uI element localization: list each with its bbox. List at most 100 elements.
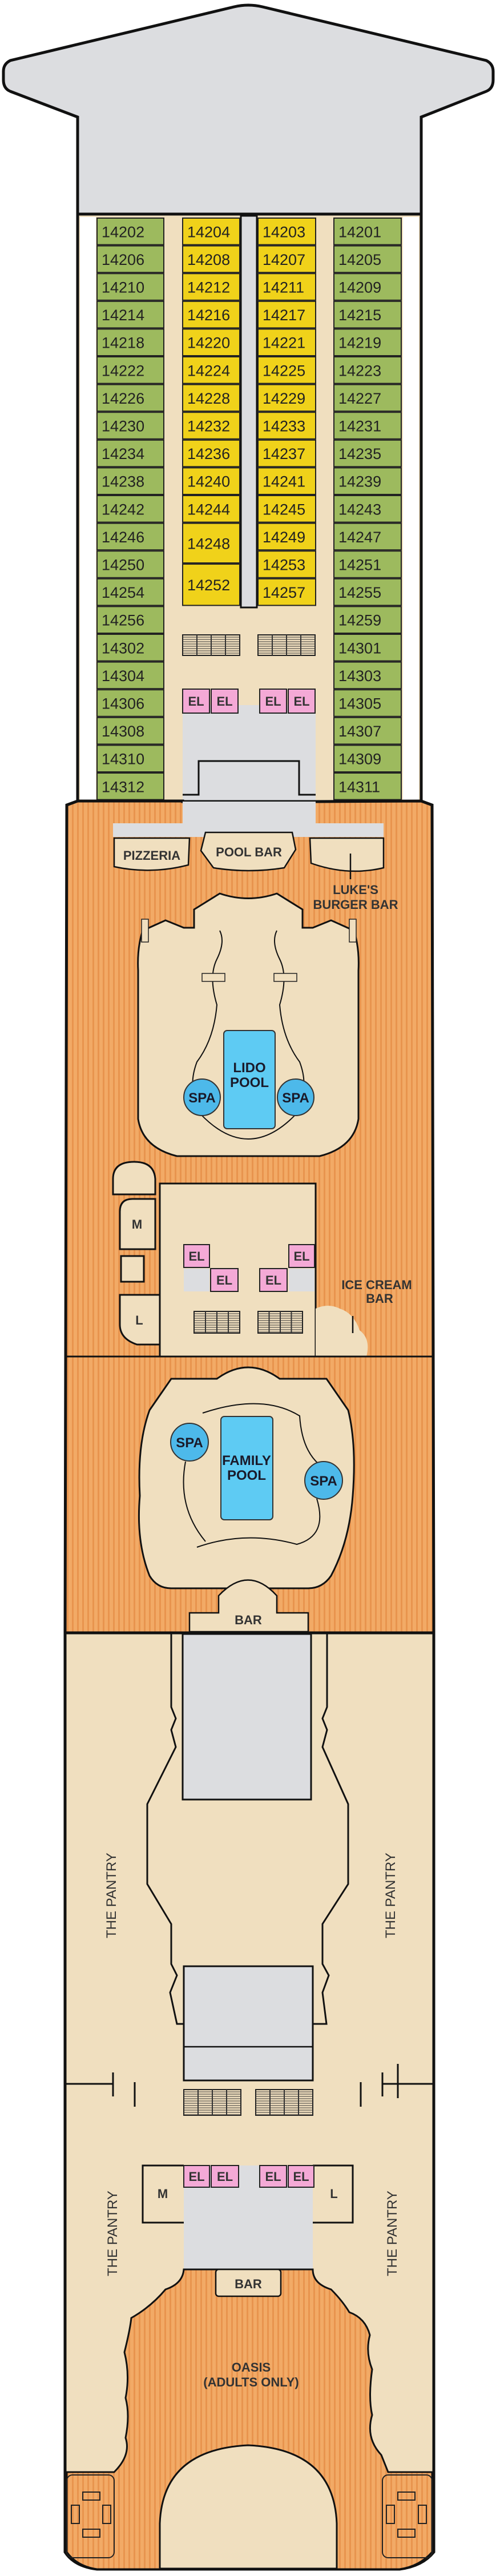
cabin-14236[interactable]: 14236	[182, 439, 240, 468]
cabin-box[interactable]	[182, 245, 240, 273]
elevator[interactable]: EL	[183, 2165, 210, 2188]
cabin-14229[interactable]: 14229	[257, 384, 316, 412]
cabin-box[interactable]	[333, 550, 402, 578]
cabin-box[interactable]	[257, 578, 316, 606]
cabin-box[interactable]	[182, 356, 240, 384]
cabin-14212[interactable]: 14212	[182, 273, 240, 301]
mens-restroom[interactable]	[119, 1198, 156, 1250]
cabin-14222[interactable]: 14222	[96, 356, 164, 384]
cabin-14228[interactable]: 14228	[182, 384, 240, 412]
cabin-14203[interactable]: 14203	[257, 218, 316, 245]
cabin-14217[interactable]: 14217	[257, 300, 316, 329]
cabin-box[interactable]	[257, 300, 316, 329]
cabin-box[interactable]	[182, 273, 240, 301]
cabin-box[interactable]	[182, 467, 240, 496]
cabin-14218[interactable]: 14218	[96, 328, 164, 357]
cabin-box[interactable]	[96, 634, 164, 662]
cabin-box[interactable]	[333, 578, 402, 606]
cabin-box[interactable]	[257, 495, 316, 523]
cabin-box[interactable]	[96, 606, 164, 634]
cabin-14232[interactable]: 14232	[182, 412, 240, 440]
cabin-14204[interactable]: 14204	[182, 218, 240, 245]
cabin-box[interactable]	[333, 717, 402, 745]
cabin-14226[interactable]: 14226	[96, 384, 164, 412]
cabin-14209[interactable]: 14209	[333, 273, 402, 301]
cabin-box[interactable]	[333, 439, 402, 468]
cabin-box[interactable]	[182, 439, 240, 468]
cabin-box[interactable]	[257, 218, 316, 245]
lido-spa-left[interactable]	[183, 1078, 221, 1116]
cabin-14239[interactable]: 14239	[333, 467, 402, 496]
cabin-14211[interactable]: 14211	[257, 273, 316, 301]
cabin-box[interactable]	[257, 328, 316, 357]
cabin-14238[interactable]: 14238	[96, 467, 164, 496]
cabin-box[interactable]	[96, 744, 164, 773]
aft-pool-bar[interactable]	[188, 1579, 309, 1633]
cabin-14254[interactable]: 14254	[96, 578, 164, 606]
cabin-box[interactable]	[333, 384, 402, 412]
cabin-box[interactable]	[182, 218, 240, 245]
cabin-box[interactable]	[257, 412, 316, 440]
cabin-box[interactable]	[182, 564, 240, 606]
cabin-box[interactable]	[182, 384, 240, 412]
cabin-box[interactable]	[96, 356, 164, 384]
cabin-14230[interactable]: 14230	[96, 412, 164, 440]
cabin-box[interactable]	[96, 218, 164, 245]
cabin-14247[interactable]: 14247	[333, 522, 402, 551]
cabin-box[interactable]	[96, 273, 164, 301]
cabin-14231[interactable]: 14231	[333, 412, 402, 440]
cabin-box[interactable]	[333, 634, 402, 662]
elevator[interactable]: EL	[210, 1268, 239, 1292]
oasis-bar[interactable]	[215, 2268, 282, 2297]
cabin-box[interactable]	[333, 661, 402, 690]
cabin-14202[interactable]: 14202	[96, 218, 164, 245]
cabin-14308[interactable]: 14308	[96, 717, 164, 745]
cabin-14243[interactable]: 14243	[333, 495, 402, 523]
cabin-14233[interactable]: 14233	[257, 412, 316, 440]
cabin-14252[interactable]: 14252	[182, 564, 240, 606]
cabin-14235[interactable]: 14235	[333, 439, 402, 468]
cabin-14237[interactable]: 14237	[257, 439, 316, 468]
cabin-14312[interactable]: 14312	[96, 772, 164, 800]
family-pool[interactable]	[220, 1416, 273, 1520]
elevator[interactable]: EL	[288, 689, 316, 714]
cabin-box[interactable]	[96, 689, 164, 717]
cabin-14248[interactable]: 14248	[182, 522, 240, 564]
lido-spa-right[interactable]	[277, 1078, 314, 1116]
cabin-box[interactable]	[257, 522, 316, 551]
cabin-14309[interactable]: 14309	[333, 744, 402, 773]
cabin-box[interactable]	[333, 356, 402, 384]
cabin-14306[interactable]: 14306	[96, 689, 164, 717]
cabin-box[interactable]	[96, 412, 164, 440]
cabin-box[interactable]	[333, 522, 402, 551]
cabin-box[interactable]	[96, 245, 164, 273]
ladies-restroom[interactable]	[119, 1294, 161, 1346]
cabin-14234[interactable]: 14234	[96, 439, 164, 468]
cabin-14201[interactable]: 14201	[333, 218, 402, 245]
cabin-14207[interactable]: 14207	[257, 245, 316, 273]
cabin-14227[interactable]: 14227	[333, 384, 402, 412]
cabin-14250[interactable]: 14250	[96, 550, 164, 578]
cabin-14215[interactable]: 14215	[333, 300, 402, 329]
family-spa-left[interactable]	[170, 1423, 209, 1462]
cabin-box[interactable]	[257, 273, 316, 301]
cabin-box[interactable]	[333, 412, 402, 440]
cabin-box[interactable]	[333, 495, 402, 523]
cabin-14303[interactable]: 14303	[333, 661, 402, 690]
pizzeria[interactable]	[113, 837, 191, 871]
cabin-box[interactable]	[96, 550, 164, 578]
cabin-14305[interactable]: 14305	[333, 689, 402, 717]
lido-pool[interactable]	[223, 1030, 276, 1129]
cabin-box[interactable]	[96, 300, 164, 329]
cabin-14301[interactable]: 14301	[333, 634, 402, 662]
cabin-14245[interactable]: 14245	[257, 495, 316, 523]
cabin-box[interactable]	[257, 356, 316, 384]
elevator[interactable]: EL	[288, 2165, 314, 2188]
elevator[interactable]: EL	[211, 2165, 239, 2188]
ice-cream-bar[interactable]	[316, 1306, 368, 1357]
cabin-box[interactable]	[333, 300, 402, 329]
cabin-14256[interactable]: 14256	[96, 606, 164, 634]
cabin-14224[interactable]: 14224	[182, 356, 240, 384]
cabin-box[interactable]	[257, 439, 316, 468]
cabin-box[interactable]	[96, 439, 164, 468]
